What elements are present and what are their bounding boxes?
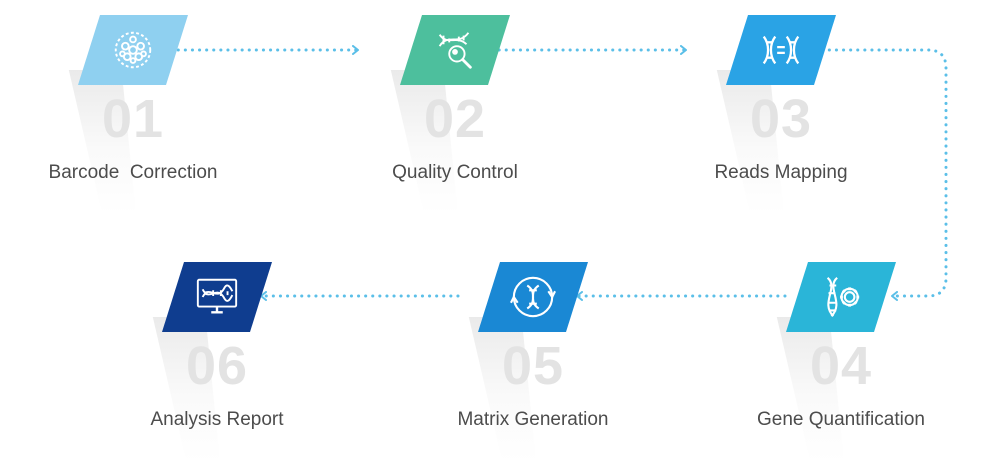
step-badge [78, 15, 188, 85]
dna-cycle-icon [510, 276, 556, 318]
step-number: 06 [185, 336, 249, 396]
step-5: 05 Matrix Generation [440, 262, 680, 462]
step-badge [478, 262, 588, 332]
step-1: 01 Barcode Correction [40, 15, 280, 215]
step-number: 04 [809, 336, 873, 396]
step-label: Gene Quantification [757, 409, 925, 430]
step-number: 02 [423, 89, 487, 149]
step-label: Quality Control [392, 162, 518, 183]
step-number: 05 [501, 336, 565, 396]
connector-3-4 [806, 48, 948, 301]
step-badge [786, 262, 896, 332]
step-label: Matrix Generation [457, 409, 609, 430]
cell-cluster-icon [114, 31, 152, 69]
monitor-dna-icon [196, 278, 238, 314]
step-number: 03 [749, 89, 813, 149]
step-number: 01 [101, 89, 165, 149]
dna-magnifier-icon [438, 32, 472, 69]
step-badge [162, 262, 272, 332]
step-4: 04 Gene Quantification [748, 262, 988, 462]
dna-alignment-icon [762, 35, 800, 65]
step-3: 03 Reads Mapping [688, 15, 928, 215]
dna-gear-icon [826, 277, 860, 317]
step-label: Barcode Correction [48, 162, 218, 183]
step-6: 06 Analysis Report [124, 262, 364, 462]
step-label: Reads Mapping [714, 162, 848, 183]
step-label: Analysis Report [150, 409, 284, 430]
step-badge [400, 15, 510, 85]
step-2: 02 Quality Control [362, 15, 602, 215]
step-badge [726, 15, 836, 85]
